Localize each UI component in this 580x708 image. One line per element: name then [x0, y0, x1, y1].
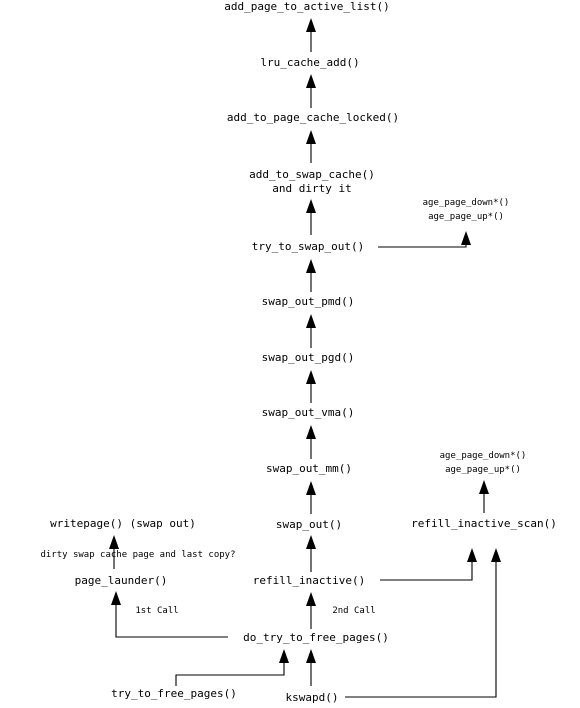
node-page-launder: page_launder() — [75, 574, 168, 587]
node-add-to-swap-cache: add_to_swap_cache() — [249, 168, 375, 181]
node-do-try-to-free-pages: do_try_to_free_pages() — [243, 631, 389, 644]
node-kswapd: kswapd() — [286, 691, 339, 704]
arrowhead — [306, 370, 316, 384]
arrowhead — [467, 548, 477, 562]
node-try-to-free-pages: try_to_free_pages() — [111, 687, 237, 700]
arrowhead — [306, 74, 316, 88]
node-swap-out: swap_out() — [276, 518, 342, 531]
node-age-page-down-2: age_page_down*() — [440, 451, 527, 461]
node-age-page-down-1: age_page_down*() — [423, 198, 510, 208]
node-add-to-swap-cache-note: and dirty it — [272, 182, 351, 195]
edge-label-second-call: 2nd Call — [332, 606, 375, 616]
arrowhead — [111, 591, 121, 605]
node-add-to-page-cache-locked: add_to_page_cache_locked() — [227, 111, 399, 124]
arrowhead — [279, 649, 289, 663]
edge-try-free-to-do-try — [175, 663, 285, 686]
edge-label-first-call: 1st Call — [135, 606, 178, 616]
arrowhead — [306, 18, 316, 32]
edge-kswapd-to-scan — [345, 562, 497, 698]
node-refill-inactive: refill_inactive() — [253, 574, 366, 587]
node-age-page-up-1: age_page_up*() — [428, 212, 504, 222]
node-swap-out-pgd: swap_out_pgd() — [262, 351, 355, 364]
edge-try-swap-out-to-age — [378, 245, 467, 248]
arrowhead — [109, 535, 119, 549]
arrowhead — [461, 231, 471, 245]
arrowhead — [479, 480, 489, 494]
arrowhead — [306, 199, 316, 213]
node-add-page-to-active-list: add_page_to_active_list() — [224, 0, 390, 13]
node-labels: add_page_to_active_list() lru_cache_add(… — [40, 0, 556, 704]
arrowhead — [306, 481, 316, 495]
arrowhead — [306, 130, 316, 144]
arrowhead — [306, 649, 316, 663]
node-swap-out-mm: swap_out_mm() — [266, 462, 352, 475]
arrowhead — [306, 425, 316, 439]
dirty-page-question: dirty swap cache page and last copy? — [40, 550, 235, 560]
node-swap-out-pmd: swap_out_pmd() — [262, 295, 355, 308]
node-refill-inactive-scan: refill_inactive_scan() — [411, 517, 557, 530]
node-try-to-swap-out: try_to_swap_out() — [252, 240, 365, 253]
node-swap-out-vma: swap_out_vma() — [262, 406, 355, 419]
node-lru-cache-add: lru_cache_add() — [260, 56, 359, 69]
node-writepage: writepage() (swap out) — [50, 517, 196, 530]
arrowhead — [306, 314, 316, 328]
arrowhead — [306, 259, 316, 273]
edge-refill-to-scan — [380, 562, 473, 581]
arrowhead — [306, 535, 316, 549]
edge-do-try-to-launder — [115, 605, 228, 638]
arrowhead — [306, 592, 316, 606]
edges — [109, 18, 501, 698]
arrowhead — [491, 548, 501, 562]
node-age-page-up-2: age_page_up*() — [445, 465, 521, 475]
